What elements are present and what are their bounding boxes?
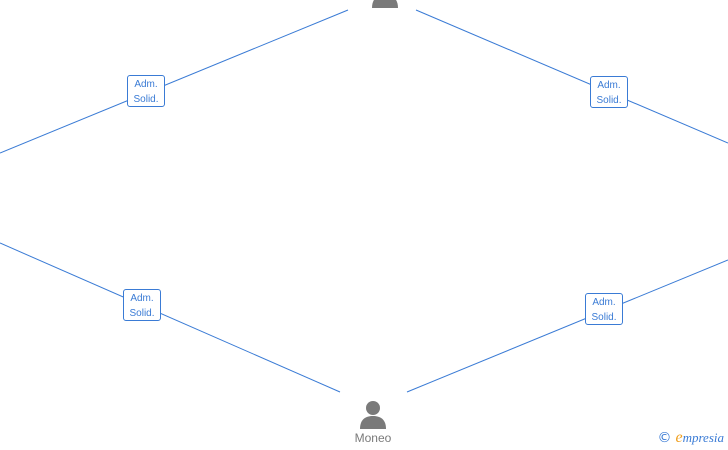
role-label-line1: Adm. — [597, 80, 621, 91]
edge-bottom-left — [0, 242, 341, 393]
edge-bottom-right — [406, 259, 728, 393]
person-node-top[interactable] — [355, 0, 415, 10]
person-name-moneo: Moneo — [354, 431, 392, 445]
role-label-line2: Solid. — [596, 95, 622, 106]
person-icon — [372, 0, 398, 8]
role-label-line2: Solid. — [129, 308, 155, 319]
role-label-line2: Solid. — [591, 312, 617, 323]
role-label-line1: Adm. — [134, 79, 158, 90]
role-label-line1: Adm. — [130, 293, 154, 304]
person-icon — [360, 401, 386, 429]
role-label-bottom-right[interactable]: Adm. Solid. — [585, 293, 623, 325]
person-node-moneo[interactable]: Moneo — [343, 399, 403, 445]
role-label-top-right[interactable]: Adm. Solid. — [590, 76, 628, 108]
role-label-line1: Adm. — [592, 297, 616, 308]
brand-name: mpresia — [682, 430, 724, 445]
brand-initial: e — [675, 429, 683, 446]
edge-top-right — [415, 9, 728, 144]
empresia-watermark: ©empresia — [657, 429, 724, 447]
role-label-line2: Solid. — [133, 94, 159, 105]
edge-top-left — [0, 9, 349, 154]
role-label-top-left[interactable]: Adm. Solid. — [127, 75, 165, 107]
copyright-symbol: © — [657, 430, 672, 446]
role-label-bottom-left[interactable]: Adm. Solid. — [123, 289, 161, 321]
